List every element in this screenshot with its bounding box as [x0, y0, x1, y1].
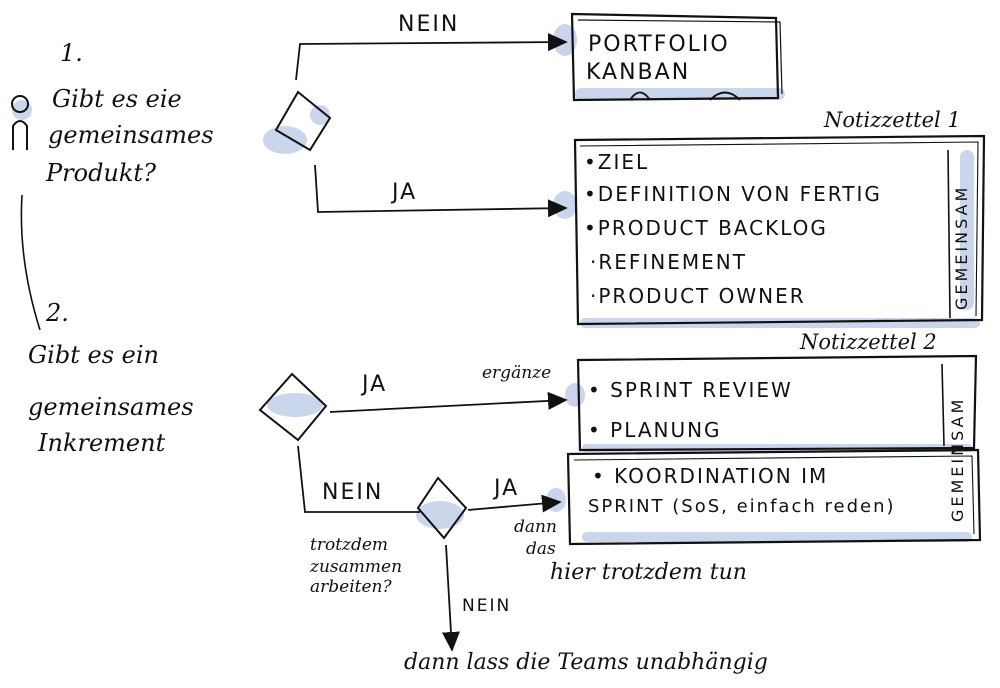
- trotzdem-line2: zusammen: [310, 557, 403, 577]
- label-nein-top: NEIN: [398, 12, 460, 37]
- note3-box-inner: [573, 455, 975, 535]
- decision-diamond-2: [258, 372, 328, 442]
- note2-label: Notizzettel 2: [800, 330, 937, 354]
- person-icon: [11, 95, 29, 150]
- label-nein-bottom: NEIN: [462, 596, 512, 616]
- dann-line1: dann: [514, 517, 557, 537]
- label-ja-lower: JA: [494, 476, 520, 501]
- note1-item-2: •PRODUCT BACKLOG: [584, 216, 828, 240]
- portfolio-box-bumps: [629, 91, 741, 101]
- arrow-nein-bottom: [441, 544, 460, 652]
- arrow-nein-top: [295, 33, 568, 81]
- dann-line2: das: [526, 539, 556, 559]
- label-ja-top: JA: [392, 180, 418, 205]
- note1-side-label: GEMEINSAM: [952, 184, 971, 310]
- arrow-ja-middle: [329, 391, 568, 413]
- note2-side-label: GEMEINSAM: [948, 396, 967, 522]
- note3-box: [566, 448, 982, 546]
- portfolio-line2: KANBAN: [586, 60, 691, 85]
- note1-item-4: ·PRODUCT OWNER: [590, 284, 806, 308]
- step1-question-line3: Produkt?: [46, 159, 156, 187]
- step2-question-line3: Inkrement: [38, 429, 166, 457]
- label-ergaenze: ergänze: [482, 363, 552, 383]
- label-ja-middle: JA: [362, 372, 388, 397]
- note2-item-1: • PLANUNG: [588, 418, 722, 442]
- hier-text: hier trotzdem tun: [550, 560, 747, 585]
- decision-diamond-3: [416, 476, 468, 540]
- note1-item-1: •DEFINITION VON FERTIG: [584, 182, 882, 206]
- note2-item-0: • SPRINT REVIEW: [588, 378, 793, 402]
- step2-question-line2: gemeinsames: [28, 393, 194, 421]
- trotzdem-line3: arbeiten?: [310, 577, 392, 597]
- note2-divider: [941, 363, 945, 447]
- note1-item-3: ·REFINEMENT: [590, 250, 747, 274]
- step1-number: 1.: [60, 39, 83, 67]
- step2-number: 2.: [46, 299, 69, 327]
- note3-line2: SPRINT (SoS, einfach reden): [588, 496, 896, 517]
- trotzdem-line1: trotzdem: [310, 535, 389, 555]
- arrow-ja-top: [314, 164, 568, 218]
- arrow-nein-lower: [297, 445, 420, 513]
- step1-question-line2: gemeinsames: [48, 121, 214, 149]
- note1-divider: [947, 149, 951, 319]
- portfolio-line1: PORTFOLIO: [588, 32, 730, 57]
- step1-question-line1: Gibt es eie: [52, 85, 182, 113]
- note1-label: Notizzettel 1: [824, 108, 961, 132]
- portfolio-box: [570, 12, 780, 102]
- bottom-text: dann lass die Teams unabhängig: [404, 650, 768, 675]
- connector-step1-step2: [20, 194, 41, 331]
- note3-line1: • KOORDINATION IM: [592, 464, 829, 488]
- label-nein-lower: NEIN: [322, 480, 384, 505]
- step2-question-line1: Gibt es ein: [28, 341, 159, 369]
- note1-box-inner: [579, 141, 979, 317]
- note1-box: [573, 134, 986, 326]
- portfolio-box-shadow: [577, 19, 783, 95]
- note1-item-0: •ZIEL: [584, 150, 650, 174]
- decision-diamond-1: [274, 90, 332, 152]
- arrow-ja-lower: [467, 494, 562, 513]
- note2-box: [576, 354, 978, 452]
